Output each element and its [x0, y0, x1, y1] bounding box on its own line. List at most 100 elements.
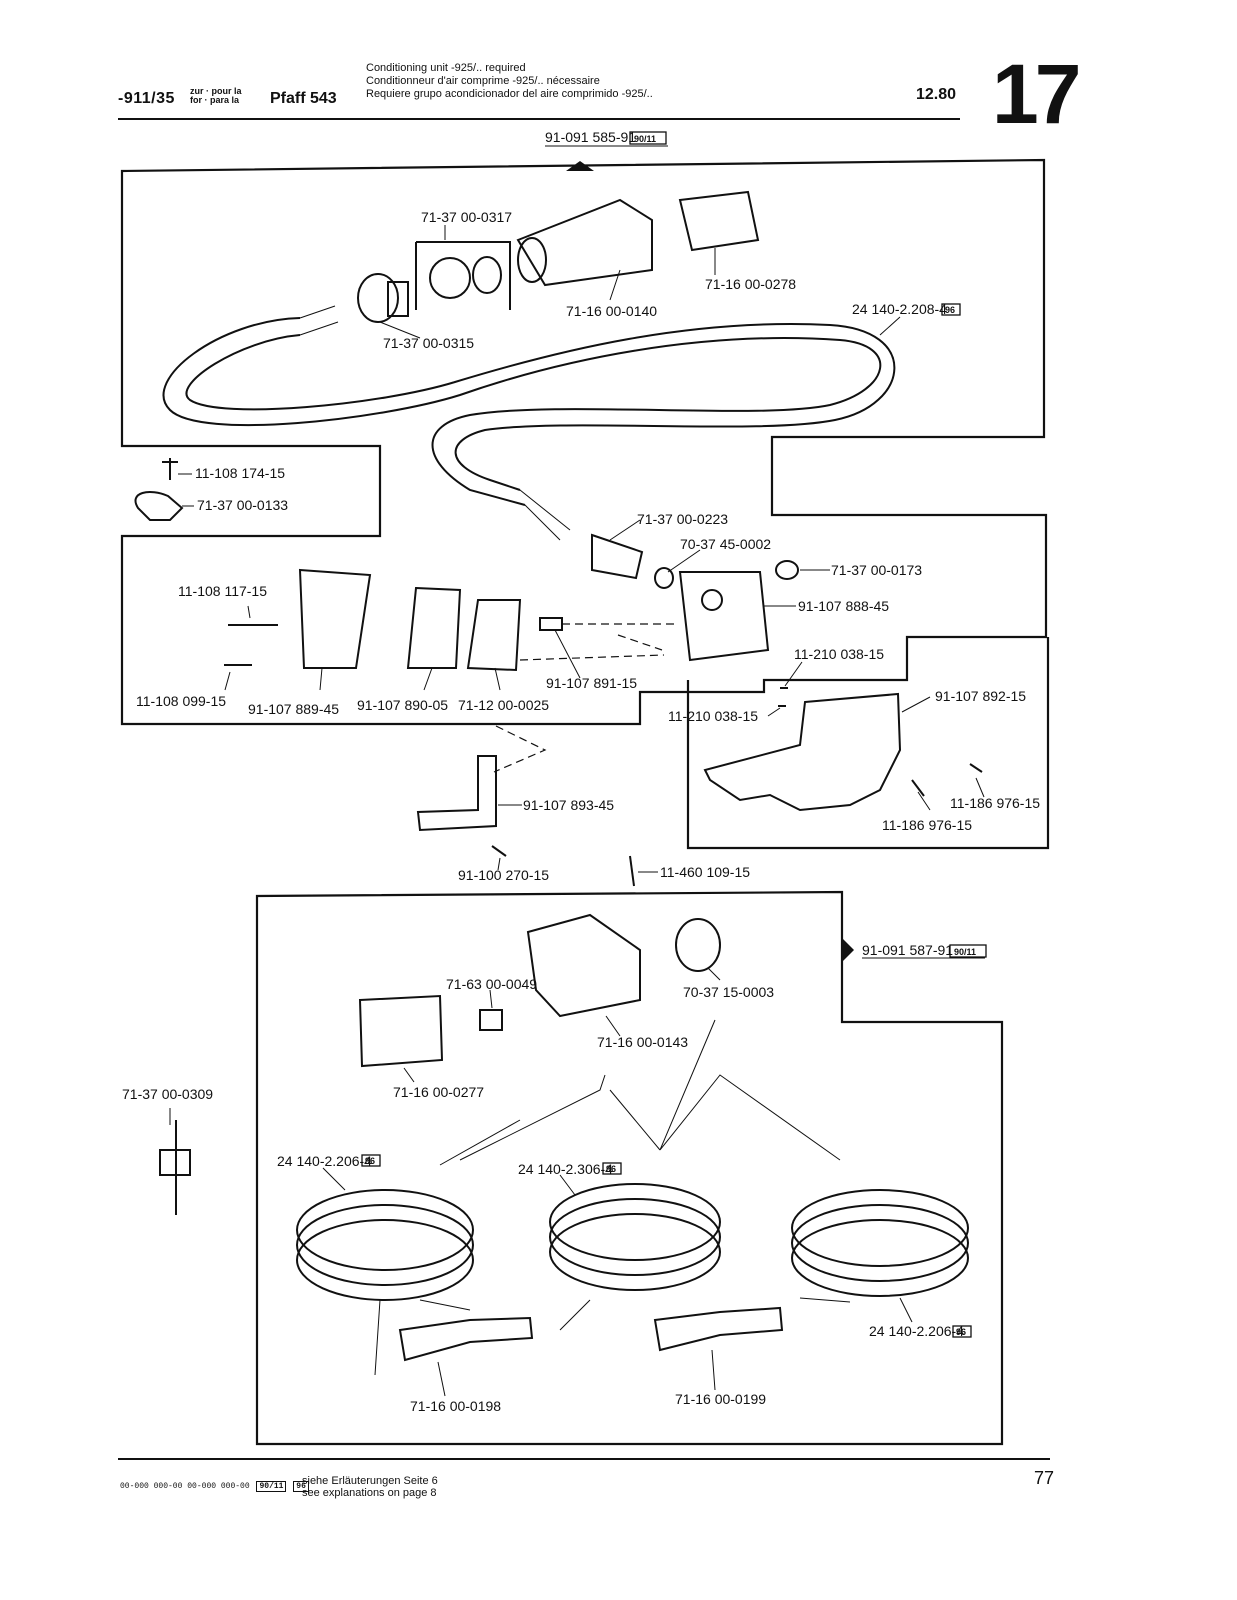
label-9110789345: 91-107 893-45: [523, 797, 614, 813]
label-7137000223: 71-37 00-0223: [637, 511, 728, 527]
label-7137000173: 71-37 00-0173: [831, 562, 922, 578]
plug-198-drawing: [398, 1316, 534, 1362]
connector-insert-drawing: [678, 190, 760, 252]
screw-270-drawing: [491, 845, 507, 857]
microswitch-drawing: [466, 599, 522, 672]
footer-code-2: 00-000 000-00: [187, 1482, 250, 1491]
spacer-891-drawing: [539, 617, 563, 631]
for-label-line1: zur · pour la: [190, 86, 242, 96]
bracket-subframe: [686, 637, 1050, 850]
label-2414023064: 24 140-2.306-4: [518, 1161, 613, 1177]
tag-96-4: 96: [956, 1327, 966, 1337]
assembly-dashes-2: [493, 725, 547, 773]
label-7116000140: 71-16 00-0140: [566, 303, 657, 319]
bottom-ref-tag: 90/11: [954, 947, 976, 957]
coil-left-3: [296, 1219, 474, 1301]
label-7116000277: 71-16 00-0277: [393, 1084, 484, 1100]
label-91100270: 91-100 270-15: [458, 867, 549, 883]
label-2414022064-left: 24 140-2.206-4: [277, 1153, 372, 1169]
label-7116000199: 71-16 00-0199: [675, 1391, 766, 1407]
coil-left-2: [296, 1204, 474, 1286]
model-number: -911/35: [118, 90, 175, 107]
label-11460109: 11-460 109-15: [660, 864, 750, 880]
label-7112000025: 71-12 00-0025: [458, 697, 549, 713]
cable-loop-inner: [185, 323, 896, 491]
label-9110789115: 91-107 891-15: [546, 675, 637, 691]
grommet-0003-drawing: [675, 918, 721, 972]
coding-pin-049-drawing: [479, 1009, 503, 1031]
bracket-888-hole: [701, 589, 723, 611]
hood-opening: [517, 237, 547, 283]
gland-thread: [387, 281, 409, 317]
coil-right-2: [791, 1204, 969, 1282]
lower-assembly-frame: [255, 890, 1004, 1446]
ring-4502-drawing: [654, 567, 674, 589]
screws-976-drawing: [911, 763, 983, 797]
label-7116000198: 71-16 00-0198: [410, 1398, 501, 1414]
bracket-888-drawing: [678, 571, 770, 662]
cable-clamp-drawing: [134, 491, 184, 521]
coil-mid-3: [549, 1213, 721, 1291]
coil-right-1: [791, 1189, 969, 1267]
tag-96-2: 96: [365, 1156, 375, 1166]
footer-note-de: siehe Erläuterungen Seite 6: [302, 1475, 438, 1487]
label-9110789005: 91-107 890-05: [357, 697, 448, 713]
cable-leads: [374, 1019, 851, 1376]
footer-note-en: see explanations on page 8: [302, 1487, 437, 1499]
kit-bracket-line: [415, 241, 511, 310]
footer-tag-2: 96: [293, 1481, 309, 1492]
section-number: 17: [992, 47, 1081, 141]
gland-223-drawing: [591, 533, 644, 580]
footer-tag-1: 90/11: [256, 1481, 287, 1492]
label-2414022064-right: 24 140-2.206-4: [869, 1323, 964, 1339]
top-ref-tag-box: [629, 131, 667, 145]
top-ref-tag: 90/11: [634, 134, 656, 144]
label-7116000278: 71-16 00-0278: [705, 276, 796, 292]
bottom-ref-tag-box: [949, 944, 987, 958]
connector-277-drawing: [358, 994, 444, 1068]
tag-96-box-1: [941, 303, 961, 316]
assembly-dashes-1: [519, 623, 676, 661]
label-2414022084-top: 24 140-2.208-4: [852, 301, 947, 317]
cable-wires: [299, 305, 571, 541]
coil-right-3: [791, 1219, 969, 1297]
clamp-insert-drawing: [429, 257, 471, 299]
woodscrew-109-drawing: [629, 855, 635, 887]
tag-96-box-3: [602, 1162, 622, 1175]
label-7037450002: 70-37 45-0002: [680, 536, 771, 552]
cover-plate-892-drawing: [703, 692, 902, 812]
label-7137000133: 71-37 00-0133: [197, 497, 288, 513]
requirement-note: Conditioning unit -925/.. required Condi…: [366, 62, 653, 101]
label-7137000309: 71-37 00-0309: [122, 1086, 213, 1102]
footer-rule: [118, 1458, 1050, 1460]
label-11108174: 11-108 174-15: [195, 465, 285, 481]
label-9110788845: 91-107 888-45: [798, 598, 889, 614]
bottom-assembly-pointer: [842, 938, 985, 962]
for-label-line2: for · para la: [190, 95, 240, 105]
screw-174-drawing: [162, 458, 178, 480]
label-11108117: 11-108 117-15: [178, 583, 267, 599]
requirement-note-en: Conditioning unit -925/.. required: [366, 62, 526, 74]
leader-lines: [169, 225, 985, 1397]
label-11210038b: 11-210 038-15: [668, 708, 758, 724]
bottom-assembly-ref: 91-091 587-91: [862, 942, 953, 958]
tag-96-box-4: [952, 1325, 972, 1338]
page-number: 77: [1034, 1468, 1055, 1488]
for-label: zur · pour la for · para la: [190, 87, 242, 105]
top-assembly-pointer: [545, 145, 668, 171]
screws-038-drawing: [778, 687, 788, 707]
label-11210038a: 11-210 038-15: [794, 646, 884, 662]
label-7116000143: 71-16 00-0143: [597, 1034, 688, 1050]
housing-143-drawing: [526, 913, 641, 1018]
revision-date: 12.80: [916, 86, 957, 103]
hood-drawing: [516, 198, 653, 287]
requirement-note-fr: Conditionneur d'air comprime -925/.. néc…: [366, 75, 600, 87]
label-7163000049: 71-63 00-0049: [446, 976, 537, 992]
tag-96-box-2: [361, 1154, 381, 1167]
footer-note: siehe Erläuterungen Seite 6 see explanat…: [302, 1475, 438, 1499]
requirement-note-es: Requiere grupo acondicionador del aire c…: [366, 88, 653, 100]
upper-assembly-frame: [120, 158, 1048, 726]
clip-309-drawing: [159, 1120, 191, 1215]
cable-loop-drawing: [162, 317, 882, 506]
